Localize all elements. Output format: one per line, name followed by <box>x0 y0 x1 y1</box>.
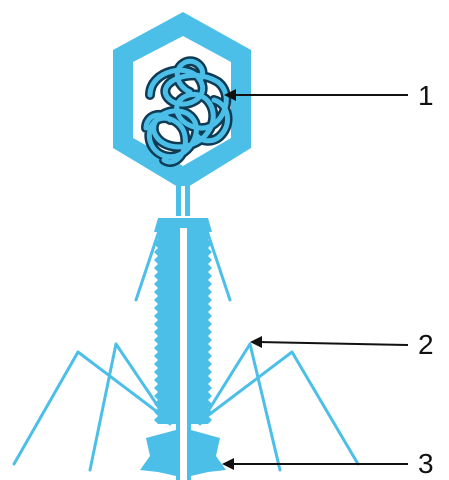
label-genetic-material: 1 <box>418 82 434 110</box>
label-base-plate: 3 <box>418 450 434 478</box>
neck-channel <box>181 186 185 216</box>
tail-fiber-far-left <box>14 352 168 464</box>
base-plate <box>140 430 226 480</box>
phage-neck <box>154 186 212 232</box>
upper-spike-right <box>206 228 230 300</box>
tail-fiber-far-right <box>202 352 358 464</box>
base-plate-channel <box>180 430 187 480</box>
sheath-ridges-right <box>208 240 212 424</box>
base-plate-right <box>191 430 226 476</box>
label-tail-fibers: 2 <box>418 331 434 359</box>
upper-spike-left <box>136 228 160 300</box>
tail-core-line-right <box>187 228 191 480</box>
tail-core-line-left <box>176 228 180 480</box>
arrow-2-line <box>258 342 408 345</box>
base-plate-left <box>140 430 176 476</box>
sheath-ridges-left <box>154 240 158 424</box>
